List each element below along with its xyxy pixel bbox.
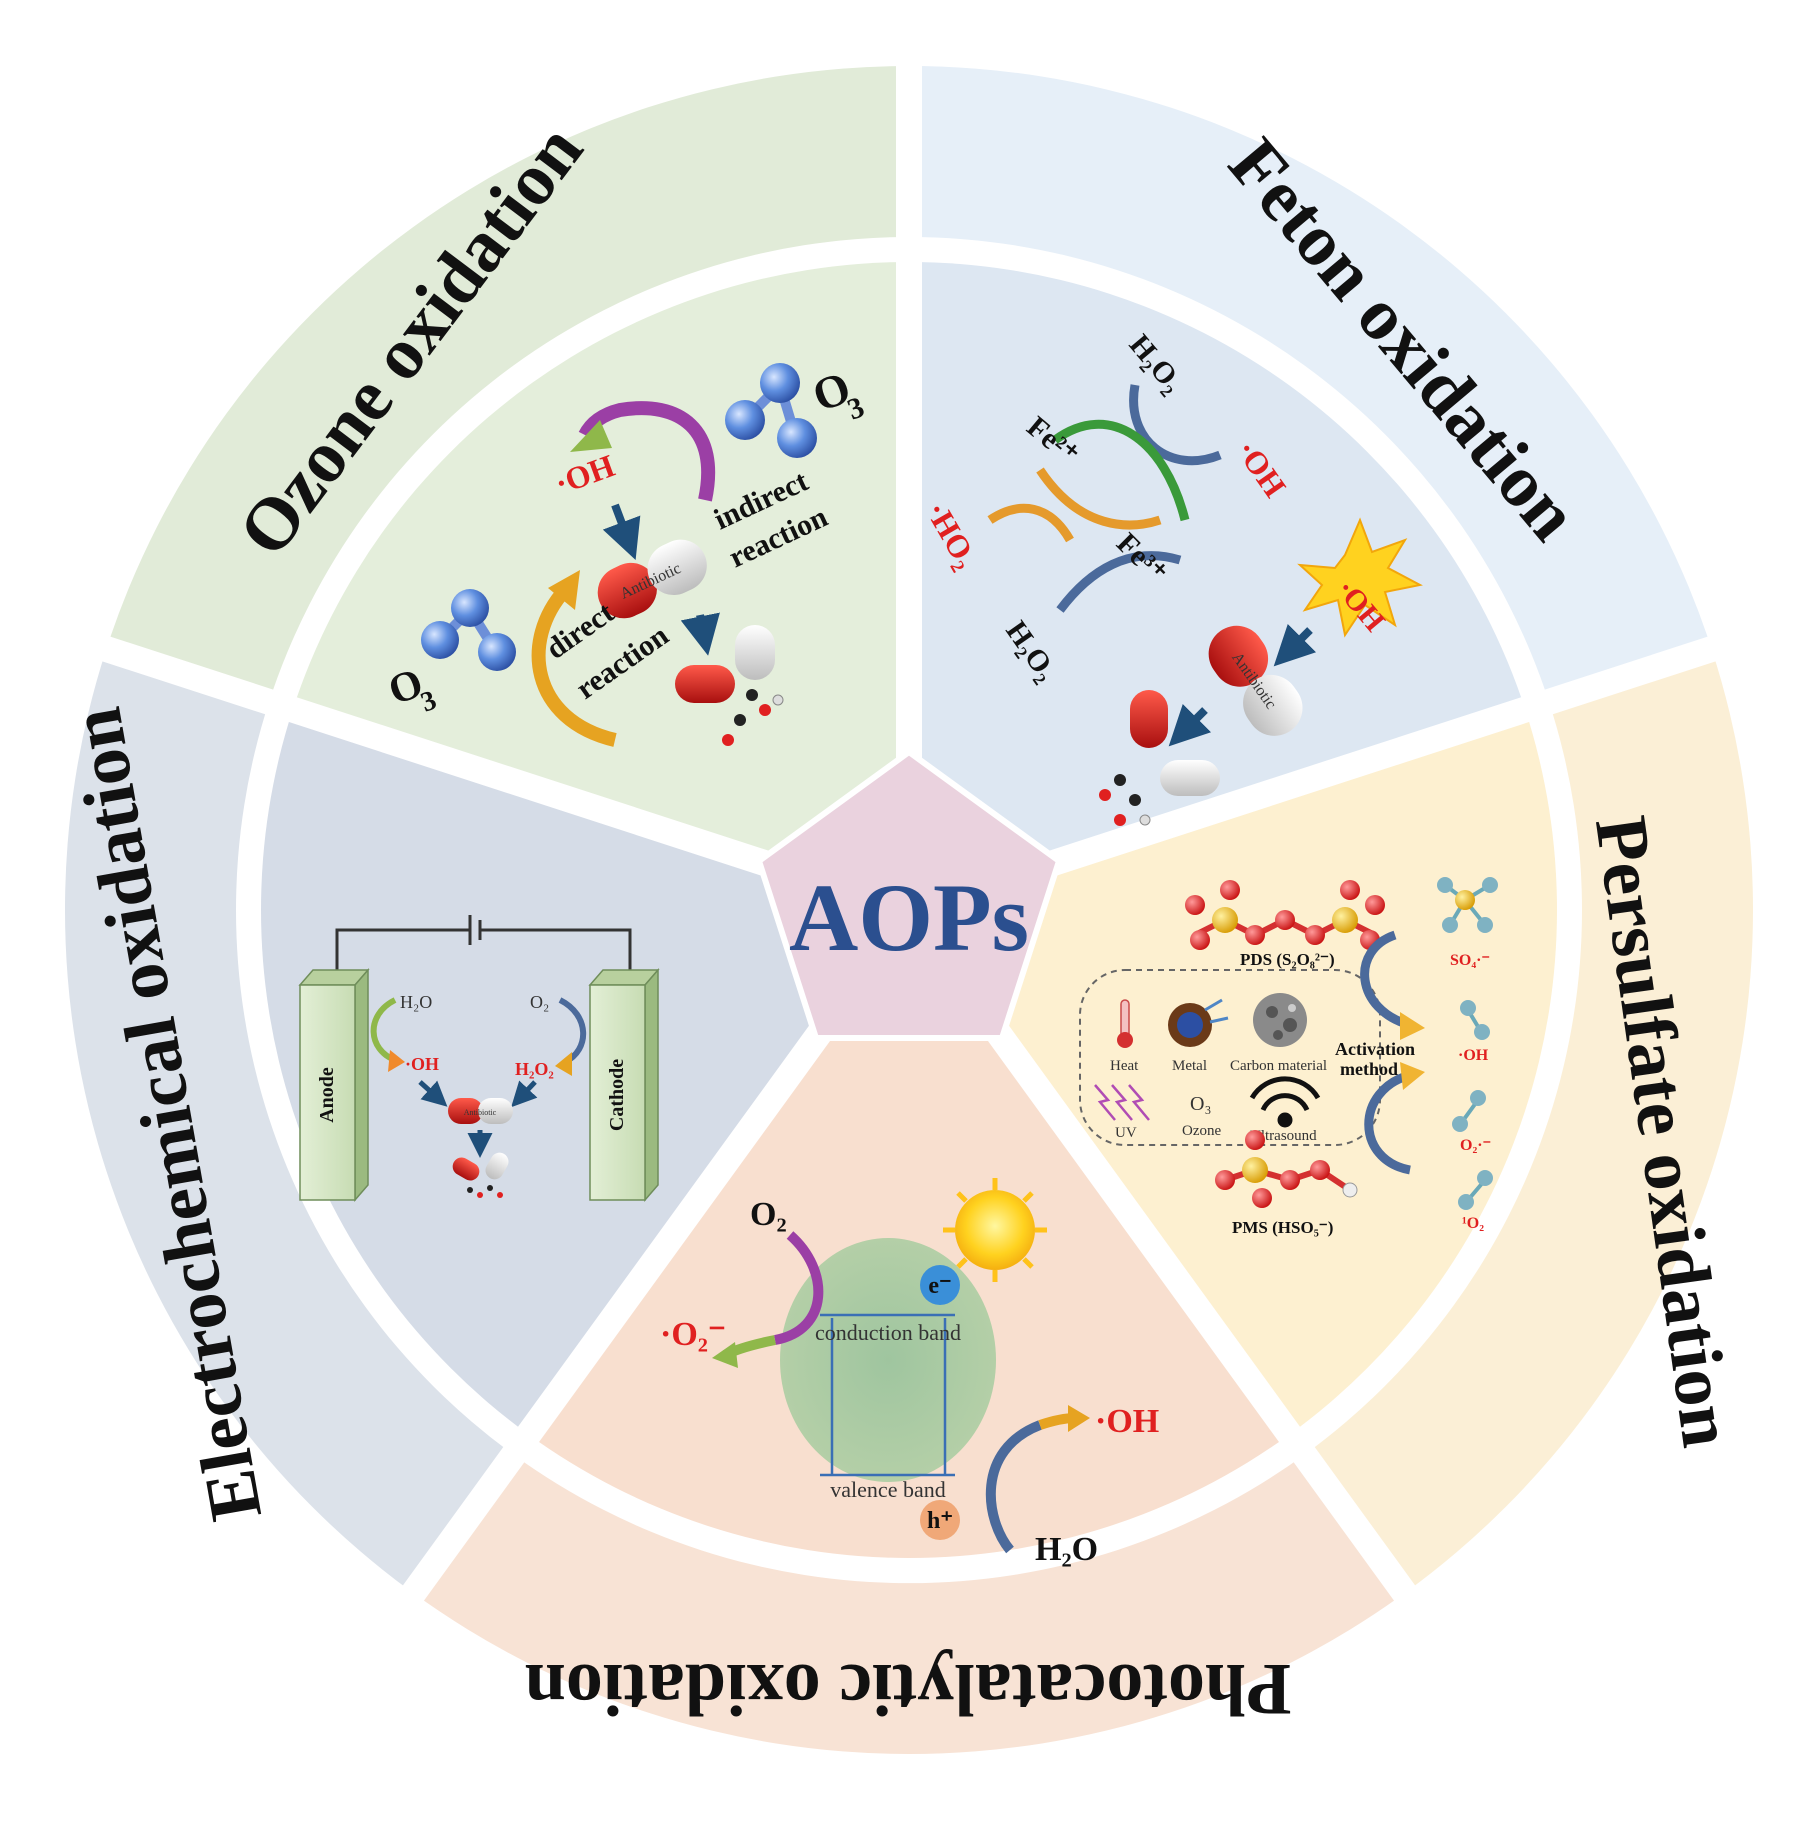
metal-label: Metal: [1172, 1058, 1207, 1074]
title-photocatalytic: Photocatalytic oxidation: [525, 1648, 1292, 1730]
cathode-o2: O₂: [530, 992, 549, 1012]
oh-burst: [1297, 517, 1423, 638]
fenton-curve-3: [1036, 467, 1162, 530]
broken-pill-fenton: [1099, 690, 1220, 826]
anode-oh: ·OH: [405, 1054, 439, 1074]
ring-sector-ozone: [106, 66, 910, 702]
oh-to-pill-arrow: [602, 503, 641, 560]
outer-ring: [64, 65, 1754, 1754]
center-title: AOPs: [789, 864, 1029, 971]
conduction-band-label: conduction band: [815, 1320, 961, 1345]
persulfate-oh-label: ·OH: [1458, 1047, 1489, 1064]
anode-reaction-arrow: [370, 997, 397, 1063]
photo-o2: O₂: [750, 1196, 787, 1233]
persulfate-o2rad-label: O₂·⁻: [1460, 1137, 1491, 1154]
sector-electrochemical: [261, 709, 909, 1435]
pms-activation-arrow-head: [1400, 1062, 1425, 1090]
so4-label: SO₄·⁻: [1450, 952, 1490, 969]
activation-label-2: method: [1340, 1059, 1398, 1079]
ultrasound-icon: [1249, 1076, 1321, 1128]
cathode-label: Cathode: [606, 1059, 628, 1131]
photo-o2rad: ·O₂⁻: [660, 1316, 726, 1353]
ozone-label: Ozone: [1182, 1123, 1221, 1139]
antibiotic-pill-electro: Antibiotic: [448, 1098, 513, 1124]
o2-reduction-arrow: [773, 1231, 824, 1345]
direct-arrow: [531, 585, 617, 747]
h2o-oxidation-arrow: [985, 1420, 1042, 1554]
pds-activation-arrow-head: [1400, 1012, 1425, 1040]
ring-gap: [238, 239, 1580, 1581]
electron-label: e⁻: [928, 1273, 951, 1299]
hole-label: h⁺: [927, 1508, 953, 1534]
carbon-material-icon: [1253, 993, 1307, 1047]
metal-icon: [1168, 998, 1229, 1047]
fenton-curve-1: [1129, 384, 1222, 465]
center-pentagon: [755, 748, 1063, 1041]
fenton-curve-2: [1052, 419, 1190, 522]
ultrasound-label: Ultrasound: [1250, 1128, 1317, 1144]
heat-label: Heat: [1110, 1058, 1139, 1074]
cathode-reaction-arrow-head: [555, 1052, 572, 1076]
oh-molecule: [1460, 1000, 1490, 1040]
photocatalytic-illustration: conduction band valence band e⁻ h⁺ O: [660, 1178, 1159, 1568]
ring-sector-electrochemical: [64, 649, 514, 1593]
pms-molecule: [1215, 1130, 1358, 1208]
pds-label: PDS (S₂O₈²⁻): [1240, 950, 1335, 969]
valence-band-label: valence band: [830, 1477, 945, 1502]
pms-activation-arrow: [1364, 1070, 1412, 1175]
ring-sector-fenton: [909, 65, 1712, 702]
pill-text-electro: Antibiotic: [464, 1108, 497, 1117]
photo-h2o: H₂O: [1035, 1531, 1098, 1568]
photo-oh: ·OH: [1095, 1403, 1159, 1440]
h2o-oxidation-arrow-head: [1068, 1405, 1090, 1432]
activation-label-1: Activation: [1335, 1039, 1415, 1059]
pms-label: PMS (HSO₅⁻): [1232, 1218, 1333, 1237]
pill-to-broken-fenton: [1168, 703, 1212, 747]
carbon-label: Carbon material: [1230, 1058, 1327, 1074]
o2-reduction-arrow-head: [712, 1342, 738, 1368]
broken-pill-ozone: [675, 625, 784, 746]
pill-to-broken-arrow: [680, 612, 720, 656]
ozone-o3: O₃: [1190, 1093, 1211, 1115]
anode-electrode: [298, 967, 370, 1203]
cathode-electrode: [588, 967, 660, 1203]
heat-icon: [1117, 999, 1133, 1048]
uv-icon: [1094, 1084, 1150, 1121]
anode-h2o: H₂O: [400, 992, 432, 1012]
circuit-wire: [335, 928, 470, 975]
circuit-wire-right: [480, 928, 632, 975]
o2rad-molecule: [1452, 1090, 1486, 1132]
indirect-arrow-head: [570, 420, 612, 452]
hole-dot: [920, 1500, 960, 1540]
cathode-h2o2: H₂O₂: [515, 1059, 554, 1079]
fenton-curve-4: [1056, 551, 1182, 613]
indirect-arrow: [578, 401, 716, 502]
electron-dot: [920, 1265, 960, 1305]
electrochemical-illustration: Anode Cathode H₂O ·OH O₂ H₂O₂ Antibiotic: [298, 915, 660, 1203]
direct-arrow-head: [548, 570, 580, 610]
pds-molecule: [1185, 880, 1385, 950]
sector-photocatalytic: [528, 910, 1290, 1558]
activation-box: [1079, 969, 1381, 1146]
ring-sector-photocatalytic: [412, 1454, 1406, 1754]
fenton-curve-5: [987, 503, 1074, 543]
sun-icon: [943, 1178, 1047, 1282]
anode-label: Anode: [316, 1067, 338, 1123]
singlet-o2-label: ¹O₂: [1462, 1215, 1484, 1232]
anode-reaction-arrow-head: [388, 1050, 405, 1072]
oh-to-pill-electro: [418, 1080, 448, 1107]
singlet-o2-molecule: [1458, 1170, 1493, 1210]
so4-molecule: [1437, 877, 1498, 933]
burst-to-pill-arrow: [1273, 623, 1317, 667]
broken-pill-electro: [452, 1152, 509, 1198]
uv-label: UV: [1115, 1125, 1137, 1141]
antibiotic-pill-fenton: Antibiotic: [1208, 625, 1303, 736]
h2o2-to-pill-electro: [511, 1080, 538, 1108]
ring-sector-persulfate: [1304, 649, 1754, 1593]
sector-persulfate: [909, 709, 1557, 1435]
persulfate-illustration: PDS (S₂O₈²⁻) Heat Metal Carbon material …: [1079, 877, 1498, 1237]
pds-activation-arrow: [1360, 930, 1412, 1030]
